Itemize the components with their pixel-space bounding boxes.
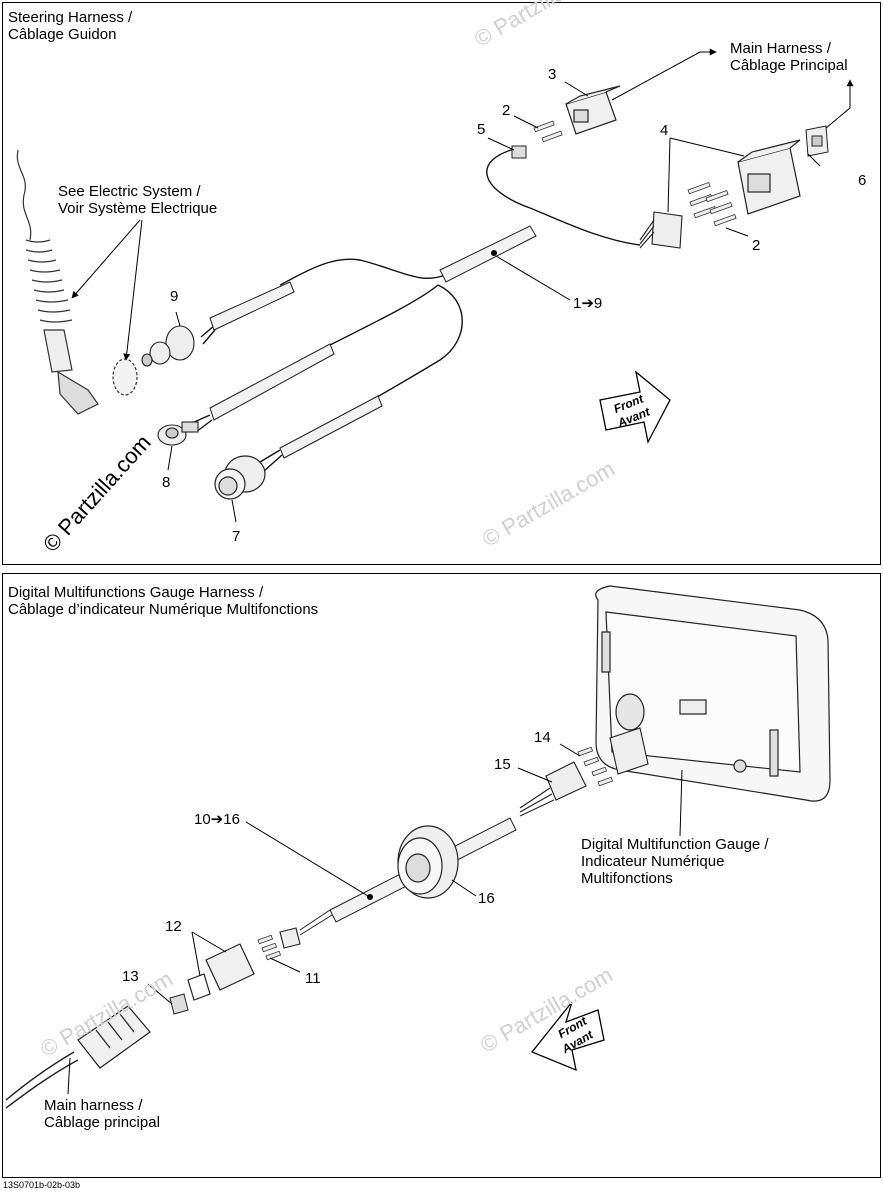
main-harness-label-line2: Câblage Principal: [730, 57, 848, 74]
seal-6: [805, 125, 829, 157]
connector-7: [214, 455, 266, 500]
junction-dot-bottom: [367, 894, 373, 900]
main-harness-bottom-line2: Câblage principal: [44, 1114, 160, 1131]
callout-6: 6: [858, 172, 867, 189]
connector-12: [187, 943, 255, 1001]
bottom-leaders: [67, 743, 683, 1095]
main-harness-bottom-line1: Main harness /: [44, 1097, 143, 1114]
junction-dot: [491, 250, 497, 256]
callout-1-to-9: 1➔9: [573, 295, 603, 312]
terminals-2b: [687, 181, 737, 227]
callout-11: 11: [305, 970, 321, 987]
coiled-cable: [16, 149, 138, 415]
connector-11: [279, 927, 301, 949]
steering-harness-panel: [2, 2, 881, 565]
digital-gauge: [595, 585, 831, 802]
see-electric-label-line1: See Electric System /: [58, 183, 201, 200]
callout-13: 13: [122, 968, 139, 985]
terminals-2a: [533, 120, 563, 143]
gauge-label-line3: Multifonctions: [581, 870, 673, 887]
top-title-line1: Steering Harness /: [8, 9, 133, 26]
terminals-11: [257, 934, 282, 961]
callout-8: 8: [162, 474, 171, 491]
callout-4: 4: [660, 122, 669, 139]
callout-15: 15: [494, 756, 511, 773]
callout-16: 16: [478, 890, 495, 907]
gauge-label-line2: Indicateur Numérique: [581, 853, 725, 870]
callout-14: 14: [534, 729, 551, 746]
main-harness-label-line1: Main Harness /: [730, 40, 831, 57]
main-harness-plug: [5, 1005, 151, 1109]
seal-13: [169, 993, 189, 1015]
see-electric-label-line2: Voir Système Electrique: [58, 200, 218, 217]
connector-4-housing: [737, 139, 801, 215]
callout-7: 7: [232, 528, 241, 545]
front-arrow-top: [599, 370, 671, 444]
seal-5: [511, 145, 527, 159]
top-leaders: [167, 81, 821, 523]
grommet-16: [397, 825, 459, 899]
callout-5: 5: [477, 121, 486, 138]
gauge-label-line1: Digital Multifunction Gauge /: [581, 836, 769, 853]
connector-8: [157, 421, 199, 446]
connector-9: [141, 325, 195, 367]
connector-15: [519, 761, 587, 817]
callout-12: 12: [165, 918, 182, 935]
connector-4-plug: [639, 211, 683, 249]
terminals-14: [577, 746, 614, 787]
gauge-harness-panel: [2, 573, 881, 1178]
front-arrow-bottom: [530, 1001, 605, 1072]
footer-code: 13S0701b-02b-03b: [3, 1180, 81, 1190]
connector-3: [565, 85, 621, 135]
gauge-socket: [609, 727, 649, 775]
callout-3: 3: [548, 66, 557, 83]
callout-9: 9: [170, 288, 179, 305]
bottom-title-line1: Digital Multifunctions Gauge Harness /: [8, 584, 264, 601]
callout-2a: 2: [502, 102, 511, 119]
callout-2b: 2: [752, 237, 761, 254]
bottom-title-line2: Câblage d’indicateur Numérique Multifonc…: [8, 601, 319, 618]
harness-sleeves: [209, 225, 537, 459]
callout-10-to-16: 10➔16: [194, 811, 240, 828]
top-title-line2: Câblage Guidon: [8, 26, 117, 43]
